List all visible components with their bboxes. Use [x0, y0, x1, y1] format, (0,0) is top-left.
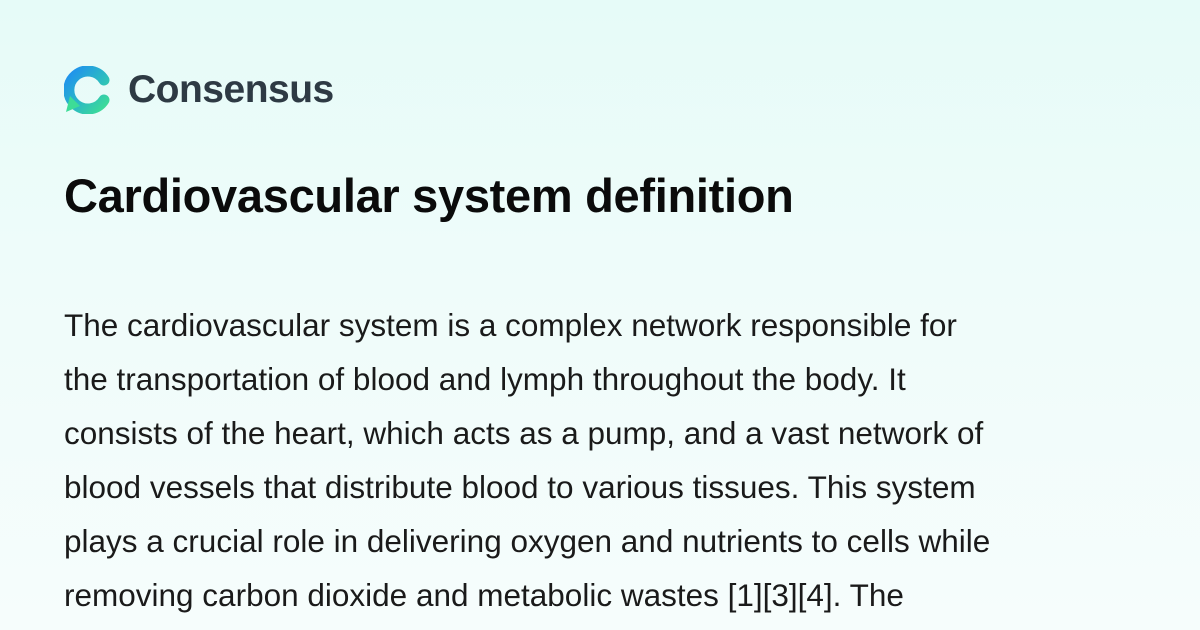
brand-name: Consensus — [128, 68, 334, 111]
summary-line: consists of the heart, which acts as a p… — [64, 415, 984, 451]
consensus-logo-icon — [64, 66, 110, 114]
summary-text: The cardiovascular system is a complex n… — [64, 298, 1144, 622]
brand-header: Consensus — [64, 66, 334, 114]
summary-line: removing carbon dioxide and metabolic wa… — [64, 577, 904, 613]
page-title: Cardiovascular system definition — [64, 169, 794, 222]
summary-line: the transportation of blood and lymph th… — [64, 361, 906, 397]
summary-line: blood vessels that distribute blood to v… — [64, 469, 976, 505]
summary-line: plays a crucial role in delivering oxyge… — [64, 523, 991, 559]
summary-line: The cardiovascular system is a complex n… — [64, 307, 957, 343]
